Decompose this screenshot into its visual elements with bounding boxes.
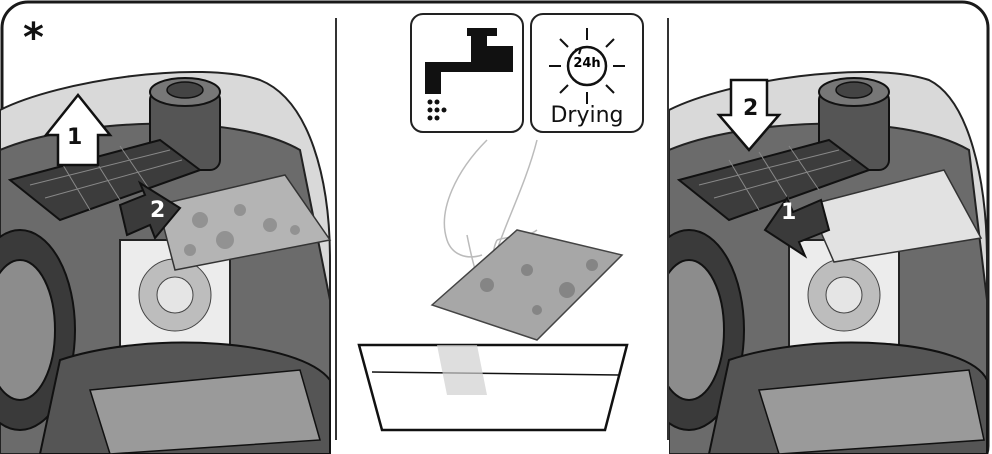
filter-pad	[432, 230, 622, 340]
step-1-label-right: 1	[781, 200, 796, 225]
step-1-label: 1	[67, 125, 82, 150]
panel-insert-filter: 2 1	[669, 0, 992, 454]
step-2-label-right: 2	[743, 96, 758, 121]
drying-label: Drying	[534, 103, 640, 128]
panel-remove-filter: * 1 2	[0, 0, 336, 454]
right-device-illustration	[669, 0, 992, 454]
step-2-label: 2	[150, 198, 165, 223]
optional-marker: *	[23, 18, 44, 58]
water-basin	[359, 345, 627, 430]
left-device-illustration	[0, 0, 336, 454]
panel-wash-dry: 24h Drying	[337, 0, 667, 454]
wash-illustration	[337, 0, 667, 454]
drying-time-badge: 24h	[568, 56, 606, 71]
